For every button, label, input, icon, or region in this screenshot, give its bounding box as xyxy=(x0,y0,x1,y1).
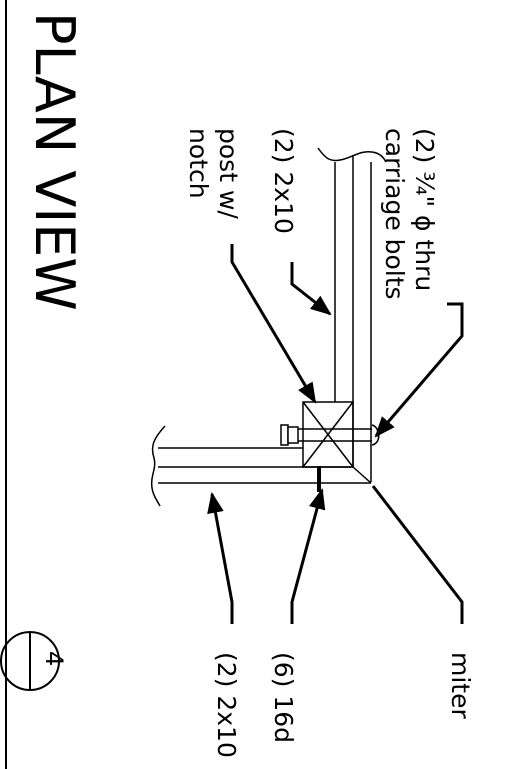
leaders xyxy=(207,244,464,624)
callouts: (2) ¾" ϕ thru carriage bolts (2) 2x10 po… xyxy=(184,128,475,758)
label-post-2: notch xyxy=(184,128,213,199)
joists-vertical xyxy=(317,147,387,482)
detail-number: 4 xyxy=(40,651,68,666)
label-joists-bottom: (2) 2x10 xyxy=(212,652,241,758)
detail-marker: 4 xyxy=(0,631,68,691)
nails xyxy=(317,466,321,492)
label-carriage-bolts-1: (2) ¾" ϕ thru xyxy=(410,128,439,291)
label-nails: (6) 16d xyxy=(269,652,298,743)
plan-view-title: PLAN VIEW xyxy=(23,12,86,311)
label-miter: miter xyxy=(446,652,475,719)
label-post-1: post w/ xyxy=(214,128,243,219)
label-joists-top: (2) 2x10 xyxy=(269,128,298,234)
joists-horizontal xyxy=(150,425,372,507)
carriage-bolt xyxy=(280,424,380,446)
post-with-notch xyxy=(302,401,354,468)
title-block: PLAN VIEW 4 xyxy=(0,0,86,769)
label-carriage-bolts-2: carriage bolts xyxy=(380,128,409,300)
